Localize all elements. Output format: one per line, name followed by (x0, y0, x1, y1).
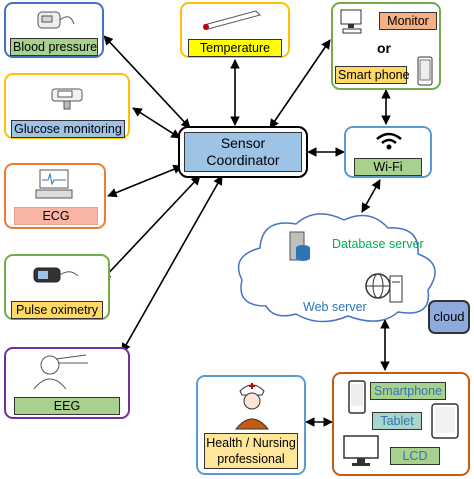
glucose-label: Glucose monitoring (11, 120, 125, 139)
blood-pressure-label: Blood pressure (10, 38, 98, 57)
tablet-label: Tablet (372, 412, 422, 431)
lcd-monitor-icon (343, 435, 379, 466)
lcd-label: LCD (390, 447, 440, 466)
sensor-coordinator-line1: Sensor (220, 135, 266, 151)
eeg-node: EEG (4, 347, 130, 419)
monitor-label: Monitor (379, 12, 437, 31)
arrow-pulse-coordinator (101, 175, 201, 281)
health-professional-node: Health / Nursing professional (196, 375, 306, 475)
ecg-node: ECG (4, 163, 106, 229)
ecg-label: ECG (14, 207, 98, 226)
arrow-wifi-cloud (361, 179, 381, 213)
web-server-icon (365, 273, 403, 303)
nurse-icon (234, 383, 270, 430)
devices-smartphone-icon (348, 380, 366, 414)
end-devices-node: Smartphone Tablet LCD (332, 372, 470, 476)
database-server-icon (289, 231, 310, 261)
glucose-meter-icon (51, 88, 83, 110)
thermometer-icon (203, 10, 261, 30)
wifi-node: Wi-Fi (344, 126, 432, 178)
sensor-coordinator-node: Sensor Coordinator (178, 126, 308, 178)
blood-pressure-monitor-icon (37, 11, 75, 29)
health-label-line1: Health / Nursing (206, 436, 296, 450)
blood-pressure-node: Blood pressure (4, 2, 104, 58)
wifi-icon (376, 132, 402, 150)
pulse-oximetry-node: Pulse oximetry (4, 254, 110, 320)
tablet-icon (431, 403, 459, 439)
smart-phone-label: Smart phone (335, 66, 410, 85)
glucose-node: Glucose monitoring (4, 73, 130, 139)
arrow-ecg-coordinator (107, 164, 183, 198)
sensor-coordinator-line2: Coordinator (206, 152, 280, 168)
temperature-label: Temperature (188, 39, 282, 58)
database-server-label: Database server (332, 237, 424, 251)
cloud-label: cloud (428, 300, 470, 334)
health-professional-label: Health / Nursing professional (204, 433, 298, 469)
smartphone-label: Smartphone (370, 382, 446, 401)
arrow-coordinator-monitor (269, 39, 331, 129)
ecg-machine-icon (35, 169, 73, 199)
display-device-node: Monitor or Smart phone (331, 2, 441, 90)
sensor-coordinator-label: Sensor Coordinator (184, 132, 302, 172)
web-server-label: Web server (303, 300, 367, 314)
or-text: or (377, 40, 391, 56)
pulse-oximeter-icon (33, 267, 79, 283)
eeg-label: EEG (14, 397, 120, 416)
pulse-oximetry-label: Pulse oximetry (11, 301, 103, 320)
temperature-node: Temperature (180, 2, 290, 58)
desktop-computer-icon (340, 9, 362, 34)
wifi-label: Wi-Fi (354, 158, 422, 177)
health-label-line2: professional (217, 452, 285, 466)
eeg-patient-icon (33, 354, 88, 390)
smartphone-icon (417, 56, 433, 86)
arrow-eeg-coordinator (121, 175, 223, 353)
arrow-glucose-coordinator (132, 107, 181, 139)
